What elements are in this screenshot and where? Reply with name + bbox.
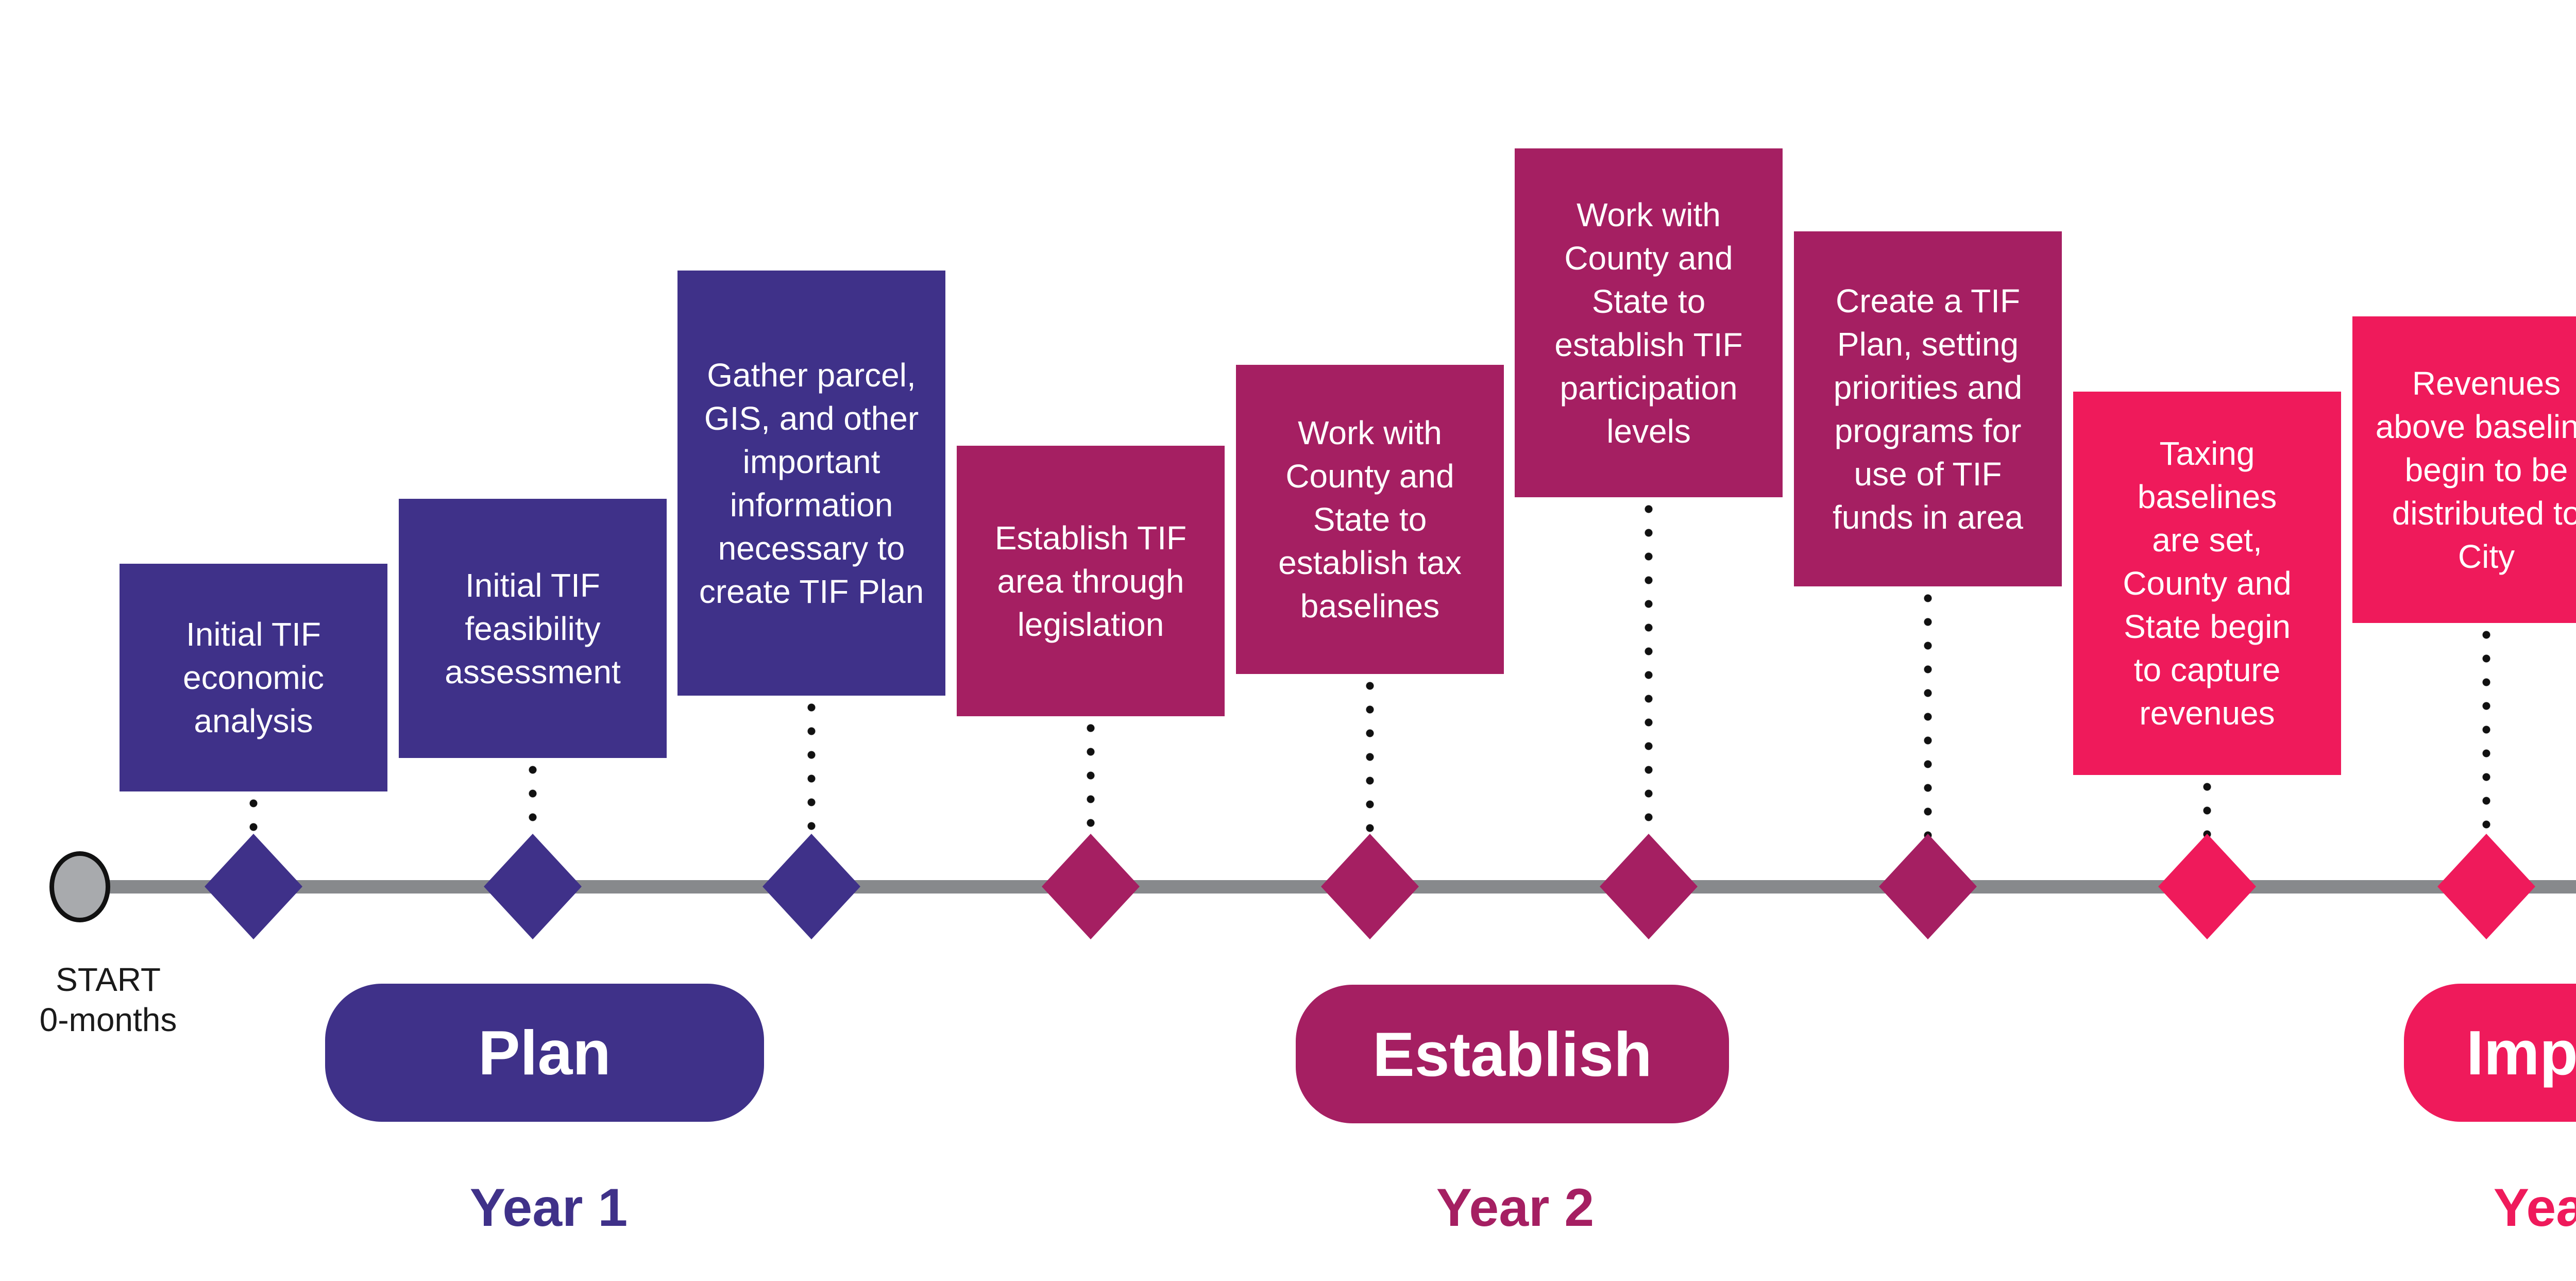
- phase-pill-label: Implement: [2466, 1018, 2576, 1088]
- milestone-diamond: [484, 834, 582, 939]
- milestone-text: Gather parcel, GIS, and other important …: [699, 356, 924, 610]
- milestone-diamond: [1600, 834, 1698, 939]
- milestone-text: Work with County and State to establish …: [1278, 414, 1462, 625]
- phase-pill-label: Plan: [478, 1018, 611, 1088]
- phase-pill-establish: Establish: [1296, 985, 1729, 1123]
- dotted-connector: [2203, 775, 2211, 837]
- milestone-diamond: [2437, 834, 2535, 939]
- dotted-connector: [807, 696, 816, 837]
- phase-pill-implement: Implement: [2404, 984, 2576, 1122]
- milestone-box: Establish TIF area through legislation: [957, 446, 1225, 716]
- milestone-text: Establish TIF area through legislation: [994, 519, 1187, 643]
- phase-pill-label: Establish: [1372, 1019, 1652, 1089]
- dotted-connector: [2482, 623, 2490, 839]
- dotted-connector: [529, 758, 537, 838]
- milestone-text: Initial TIF economic analysis: [183, 616, 324, 739]
- milestone-text: Create a TIF Plan, setting priorities an…: [1832, 282, 2024, 536]
- milestone-diamond: [762, 834, 860, 939]
- phase-years-label: Year 1: [469, 1178, 628, 1238]
- milestone-diamond: [2158, 834, 2256, 939]
- dotted-connector: [1924, 586, 1932, 839]
- dotted-connector: [249, 791, 258, 838]
- milestone-box: Create a TIF Plan, setting priorities an…: [1794, 231, 2062, 586]
- milestone-box: Revenues above baseline begin to be dist…: [2352, 316, 2576, 623]
- milestone-text: Initial TIF feasibility assessment: [445, 566, 621, 690]
- milestone-text: Work with County and State to establish …: [1554, 196, 1743, 450]
- milestone-diamond: [1321, 834, 1419, 939]
- phase-years-label: Year 2: [1436, 1178, 1595, 1238]
- milestone-box: Work with County and State to establish …: [1515, 148, 1783, 497]
- milestone-diamond: [1879, 834, 1977, 939]
- milestone-box: Gather parcel, GIS, and other important …: [677, 271, 945, 696]
- milestone-diamond: [1042, 834, 1140, 939]
- milestone-diamond: [205, 834, 302, 939]
- milestone-box: Initial TIF feasibility assessment: [399, 499, 667, 758]
- start-node: [49, 851, 110, 922]
- start-label: START 0-months: [39, 961, 177, 1038]
- phase-years-label: Years 3 - 5: [2493, 1178, 2576, 1238]
- milestone-box: Taxing baselines are set, County and Sta…: [2073, 392, 2341, 775]
- dotted-connector: [1366, 674, 1374, 836]
- dotted-connector: [1087, 716, 1095, 837]
- milestone-text: Revenues above baseline begin to be dist…: [2375, 364, 2576, 575]
- milestone-text: Taxing baselines are set, County and Sta…: [2123, 435, 2292, 732]
- phase-pill-plan: Plan: [325, 984, 764, 1122]
- dotted-connector: [1645, 497, 1653, 837]
- milestone-box: Work with County and State to establish …: [1236, 365, 1504, 674]
- milestone-box: Initial TIF economic analysis: [120, 564, 387, 791]
